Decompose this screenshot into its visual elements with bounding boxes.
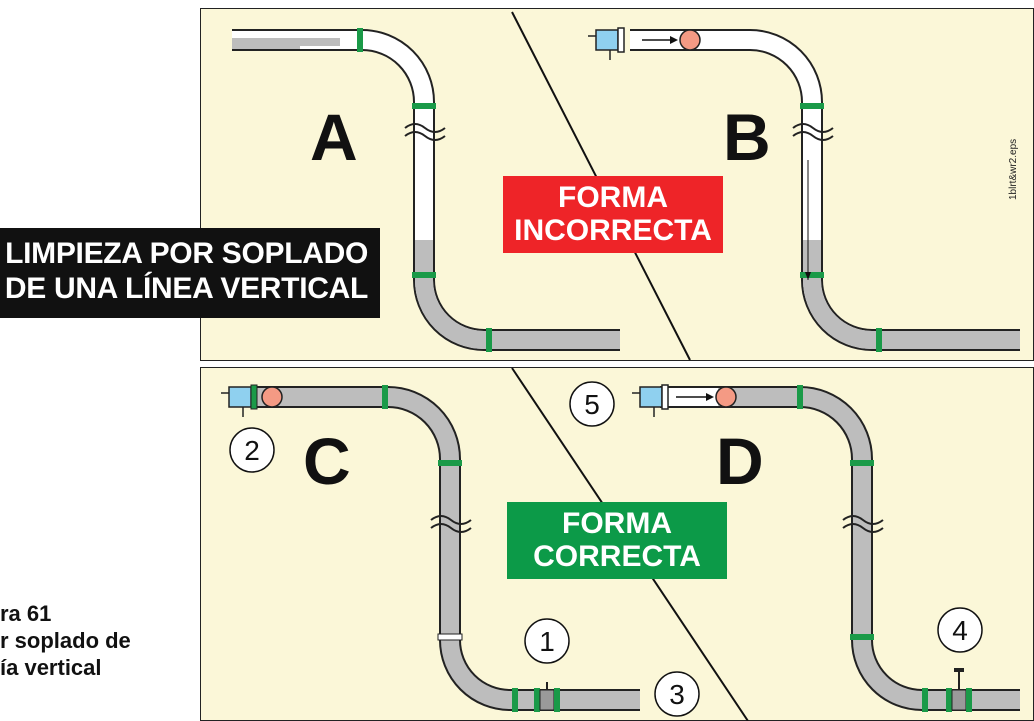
caption-line2: r soplado de <box>0 628 131 653</box>
file-label: 1blrt&wr2.eps <box>1008 138 1019 200</box>
callout-4: 4 <box>937 607 983 653</box>
callout-1-label: 1 <box>539 626 555 657</box>
incorrect-method-tag: FORMA INCORRECTA <box>503 176 723 253</box>
pipe-d <box>632 384 1020 712</box>
callout-4-label: 4 <box>952 615 968 646</box>
figure-caption: ra 61 r soplado de ía vertical <box>0 600 200 681</box>
panel-letter-b: B <box>723 100 771 174</box>
incorrect-tag-line2: INCORRECTA <box>514 214 712 247</box>
pipe-c <box>221 384 640 712</box>
correct-method-tag: FORMA CORRECTA <box>507 502 727 579</box>
incorrect-tag-line1: FORMA <box>558 181 668 214</box>
title-line1: LIMPIEZA POR SOPLADO <box>5 237 368 270</box>
panel-letter-c: C <box>303 424 351 498</box>
correct-tag-line1: FORMA <box>562 507 672 540</box>
panel-letter-d: D <box>716 424 764 498</box>
callout-2: 2 <box>229 427 275 473</box>
callout-1: 1 <box>524 618 570 664</box>
callout-5: 5 <box>569 381 615 427</box>
caption-line3: ía vertical <box>0 655 102 680</box>
diagram-title: LIMPIEZA POR SOPLADO DE UNA LÍNEA VERTIC… <box>0 228 380 318</box>
title-line2: DE UNA LÍNEA VERTICAL <box>4 272 368 305</box>
pipe-a <box>232 28 620 352</box>
callout-3-label: 3 <box>669 679 685 710</box>
callout-5-label: 5 <box>584 389 600 420</box>
correct-tag-line2: CORRECTA <box>533 540 701 573</box>
pipe-b <box>588 27 1020 352</box>
panel-letter-a: A <box>310 100 358 174</box>
caption-line1: ra 61 <box>0 601 52 626</box>
callout-3: 3 <box>654 671 700 717</box>
callout-2-label: 2 <box>244 435 260 466</box>
